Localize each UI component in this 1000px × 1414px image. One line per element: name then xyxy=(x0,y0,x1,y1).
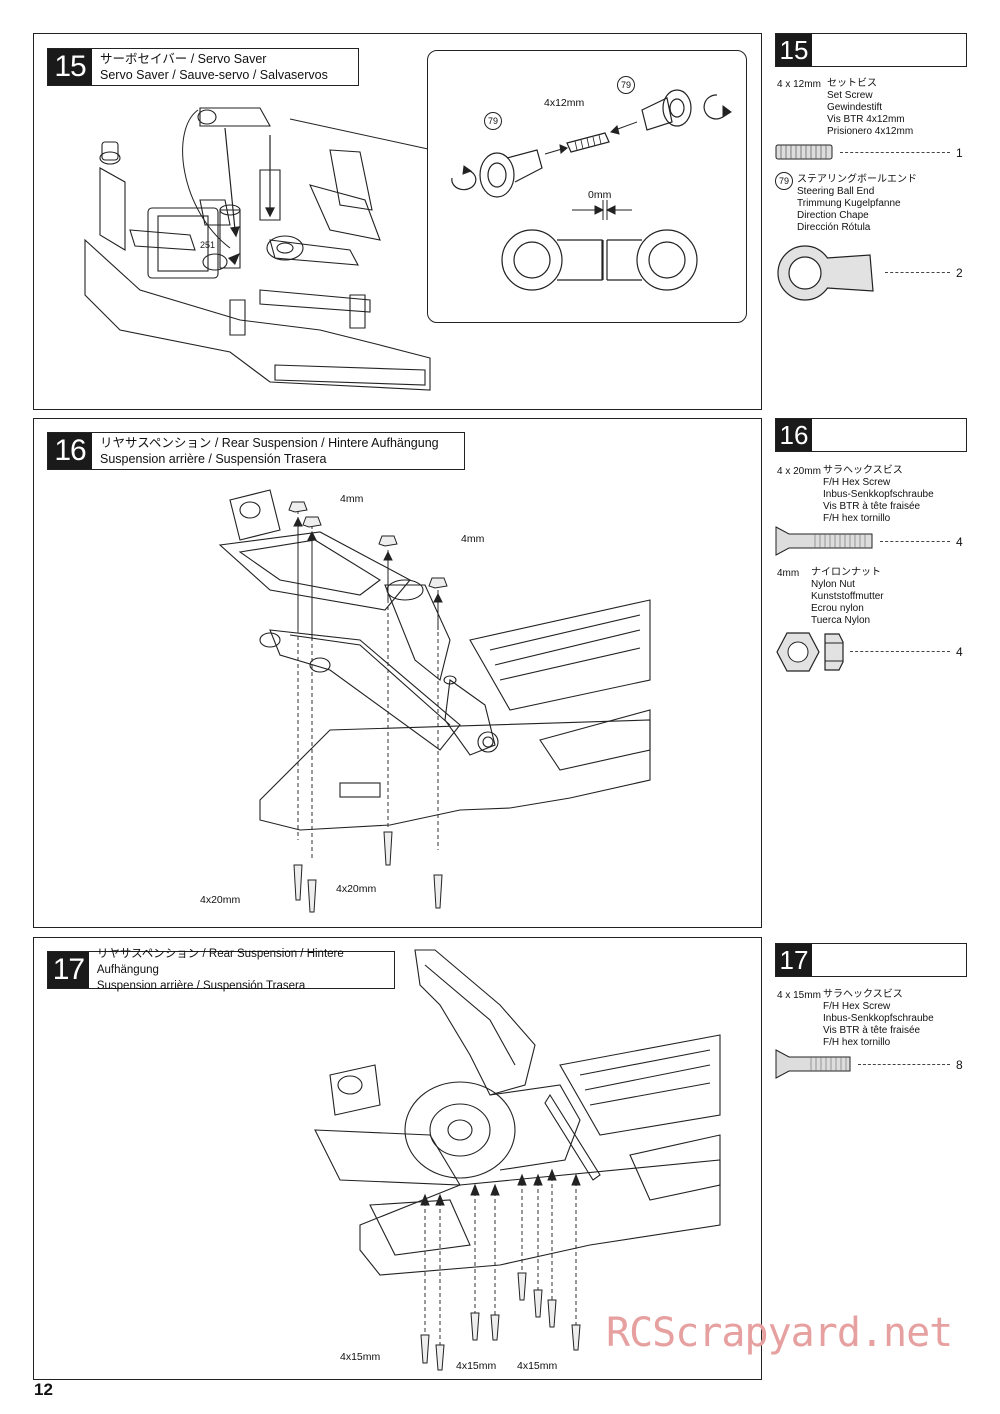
step-16-part-1-size: 4 x 20mm xyxy=(777,466,821,477)
step-17-title-line1: リヤサスペンション / Rear Suspension / Hintere Au… xyxy=(96,948,344,976)
step-16-part-1-names: サラヘックスビス F/H Hex Screw Inbus-Senkkopfsch… xyxy=(823,465,934,524)
step-16-rear-suspension-drawing xyxy=(218,489,651,913)
step-17-part-1-size: 4 x 15mm xyxy=(777,990,821,1001)
step-17-part-1-leader xyxy=(858,1064,950,1065)
step-15-number: 15 xyxy=(48,49,92,85)
step-16-part-2-names: ナイロンナット Nylon Nut Kunststoffmutter Ecrou… xyxy=(811,567,884,626)
steering-ball-end-icon xyxy=(777,245,874,301)
step-16-part-2-size: 4mm xyxy=(777,568,800,579)
step-15-part-1-qty: 1 xyxy=(956,146,963,160)
watermark: RCScrapyard.net xyxy=(606,1310,953,1356)
fh-hex-screw-15mm-icon xyxy=(775,1049,851,1079)
step-17-screw-label-c: 4x15mm xyxy=(517,1360,558,1372)
step-15-chassis-drawing: 251 xyxy=(84,107,431,391)
step-16-screw-label-b: 4x20mm xyxy=(336,883,377,895)
step-17-part-1-qty: 8 xyxy=(956,1058,963,1072)
step-17-rear-gearbox-drawing xyxy=(314,949,721,1371)
step-15-title-line1: サーボセイバー / Servo Saver xyxy=(100,52,267,66)
step-16-parts-header: 16 xyxy=(775,418,967,452)
step-17-parts-header: 17 xyxy=(775,943,967,977)
step-15-part-2-qty: 2 xyxy=(956,266,963,280)
step-15-part-1-names: セットビス Set Screw Gewindestift Vis BTR 4x1… xyxy=(827,78,914,137)
step-16-title-line1: リヤサスペンション / Rear Suspension / Hintere Au… xyxy=(100,436,439,450)
step-17-screw-label-b: 4x15mm xyxy=(456,1360,497,1372)
step-16-screw-label-a: 4x20mm xyxy=(200,894,241,906)
step-16-parts-number: 16 xyxy=(776,419,812,451)
svg-text:251: 251 xyxy=(200,240,215,250)
step-15-gap-label: 0mm xyxy=(588,189,612,201)
step-15-header: 15 サーボセイバー / Servo Saver Servo Saver / S… xyxy=(47,48,359,86)
page-number: 12 xyxy=(34,1380,53,1399)
step-17-part-1-names: サラヘックスビス F/H Hex Screw Inbus-Senkkopfsch… xyxy=(823,989,934,1048)
step-16-title-line2: Suspension arrière / Suspensión Trasera xyxy=(100,452,327,466)
step-16-nut-label-a: 4mm xyxy=(340,493,364,505)
step-15-part-1-size: 4 x 12mm xyxy=(777,79,821,90)
step-15-title-line2: Servo Saver / Sauve-servo / Salvaservos xyxy=(100,68,328,82)
step-16-nut-label-b: 4mm xyxy=(461,533,485,545)
step-15-parts-number: 15 xyxy=(776,34,812,66)
step-15-ref-79-right: 79 xyxy=(617,76,635,94)
step-17-parts-number: 17 xyxy=(776,944,812,976)
step-17-panel xyxy=(33,937,762,1380)
step-15-part-1-leader xyxy=(840,152,950,153)
step-15-part-2-names: ステアリングボールエンド Steering Ball End Trimmung … xyxy=(797,174,917,233)
step-16-part-2-qty: 4 xyxy=(956,645,963,659)
step-16-part-1-qty: 4 xyxy=(956,535,963,549)
step-15-detail-inset xyxy=(427,50,747,323)
step-15-ref-79-left: 79 xyxy=(484,112,502,130)
step-17-header: 17 リヤサスペンション / Rear Suspension / Hintere… xyxy=(47,948,395,992)
step-17-screw-label-a: 4x15mm xyxy=(340,1351,381,1363)
step-16-part-2-leader xyxy=(850,651,950,652)
step-15-part-2-ref: 79 xyxy=(775,172,793,190)
fh-hex-screw-icon xyxy=(775,526,873,556)
step-15-leader-lines xyxy=(289,118,429,150)
step-16-number: 16 xyxy=(48,433,92,469)
step-15-part-2-leader xyxy=(885,272,950,273)
step-15-size-label: 4x12mm xyxy=(544,97,585,109)
step-16-header: 16 リヤサスペンション / Rear Suspension / Hintere… xyxy=(47,432,465,470)
step-17-number: 17 xyxy=(48,952,89,988)
step-15-detail-drawing xyxy=(451,89,732,291)
set-screw-icon xyxy=(775,144,833,160)
step-17-title-line2: Suspension arrière / Suspensión Trasera xyxy=(96,980,306,992)
step-16-part-1-leader xyxy=(880,541,950,542)
step-15-parts-header: 15 xyxy=(775,33,967,67)
step-16-panel xyxy=(33,418,762,928)
nylon-nut-icon xyxy=(776,632,844,672)
